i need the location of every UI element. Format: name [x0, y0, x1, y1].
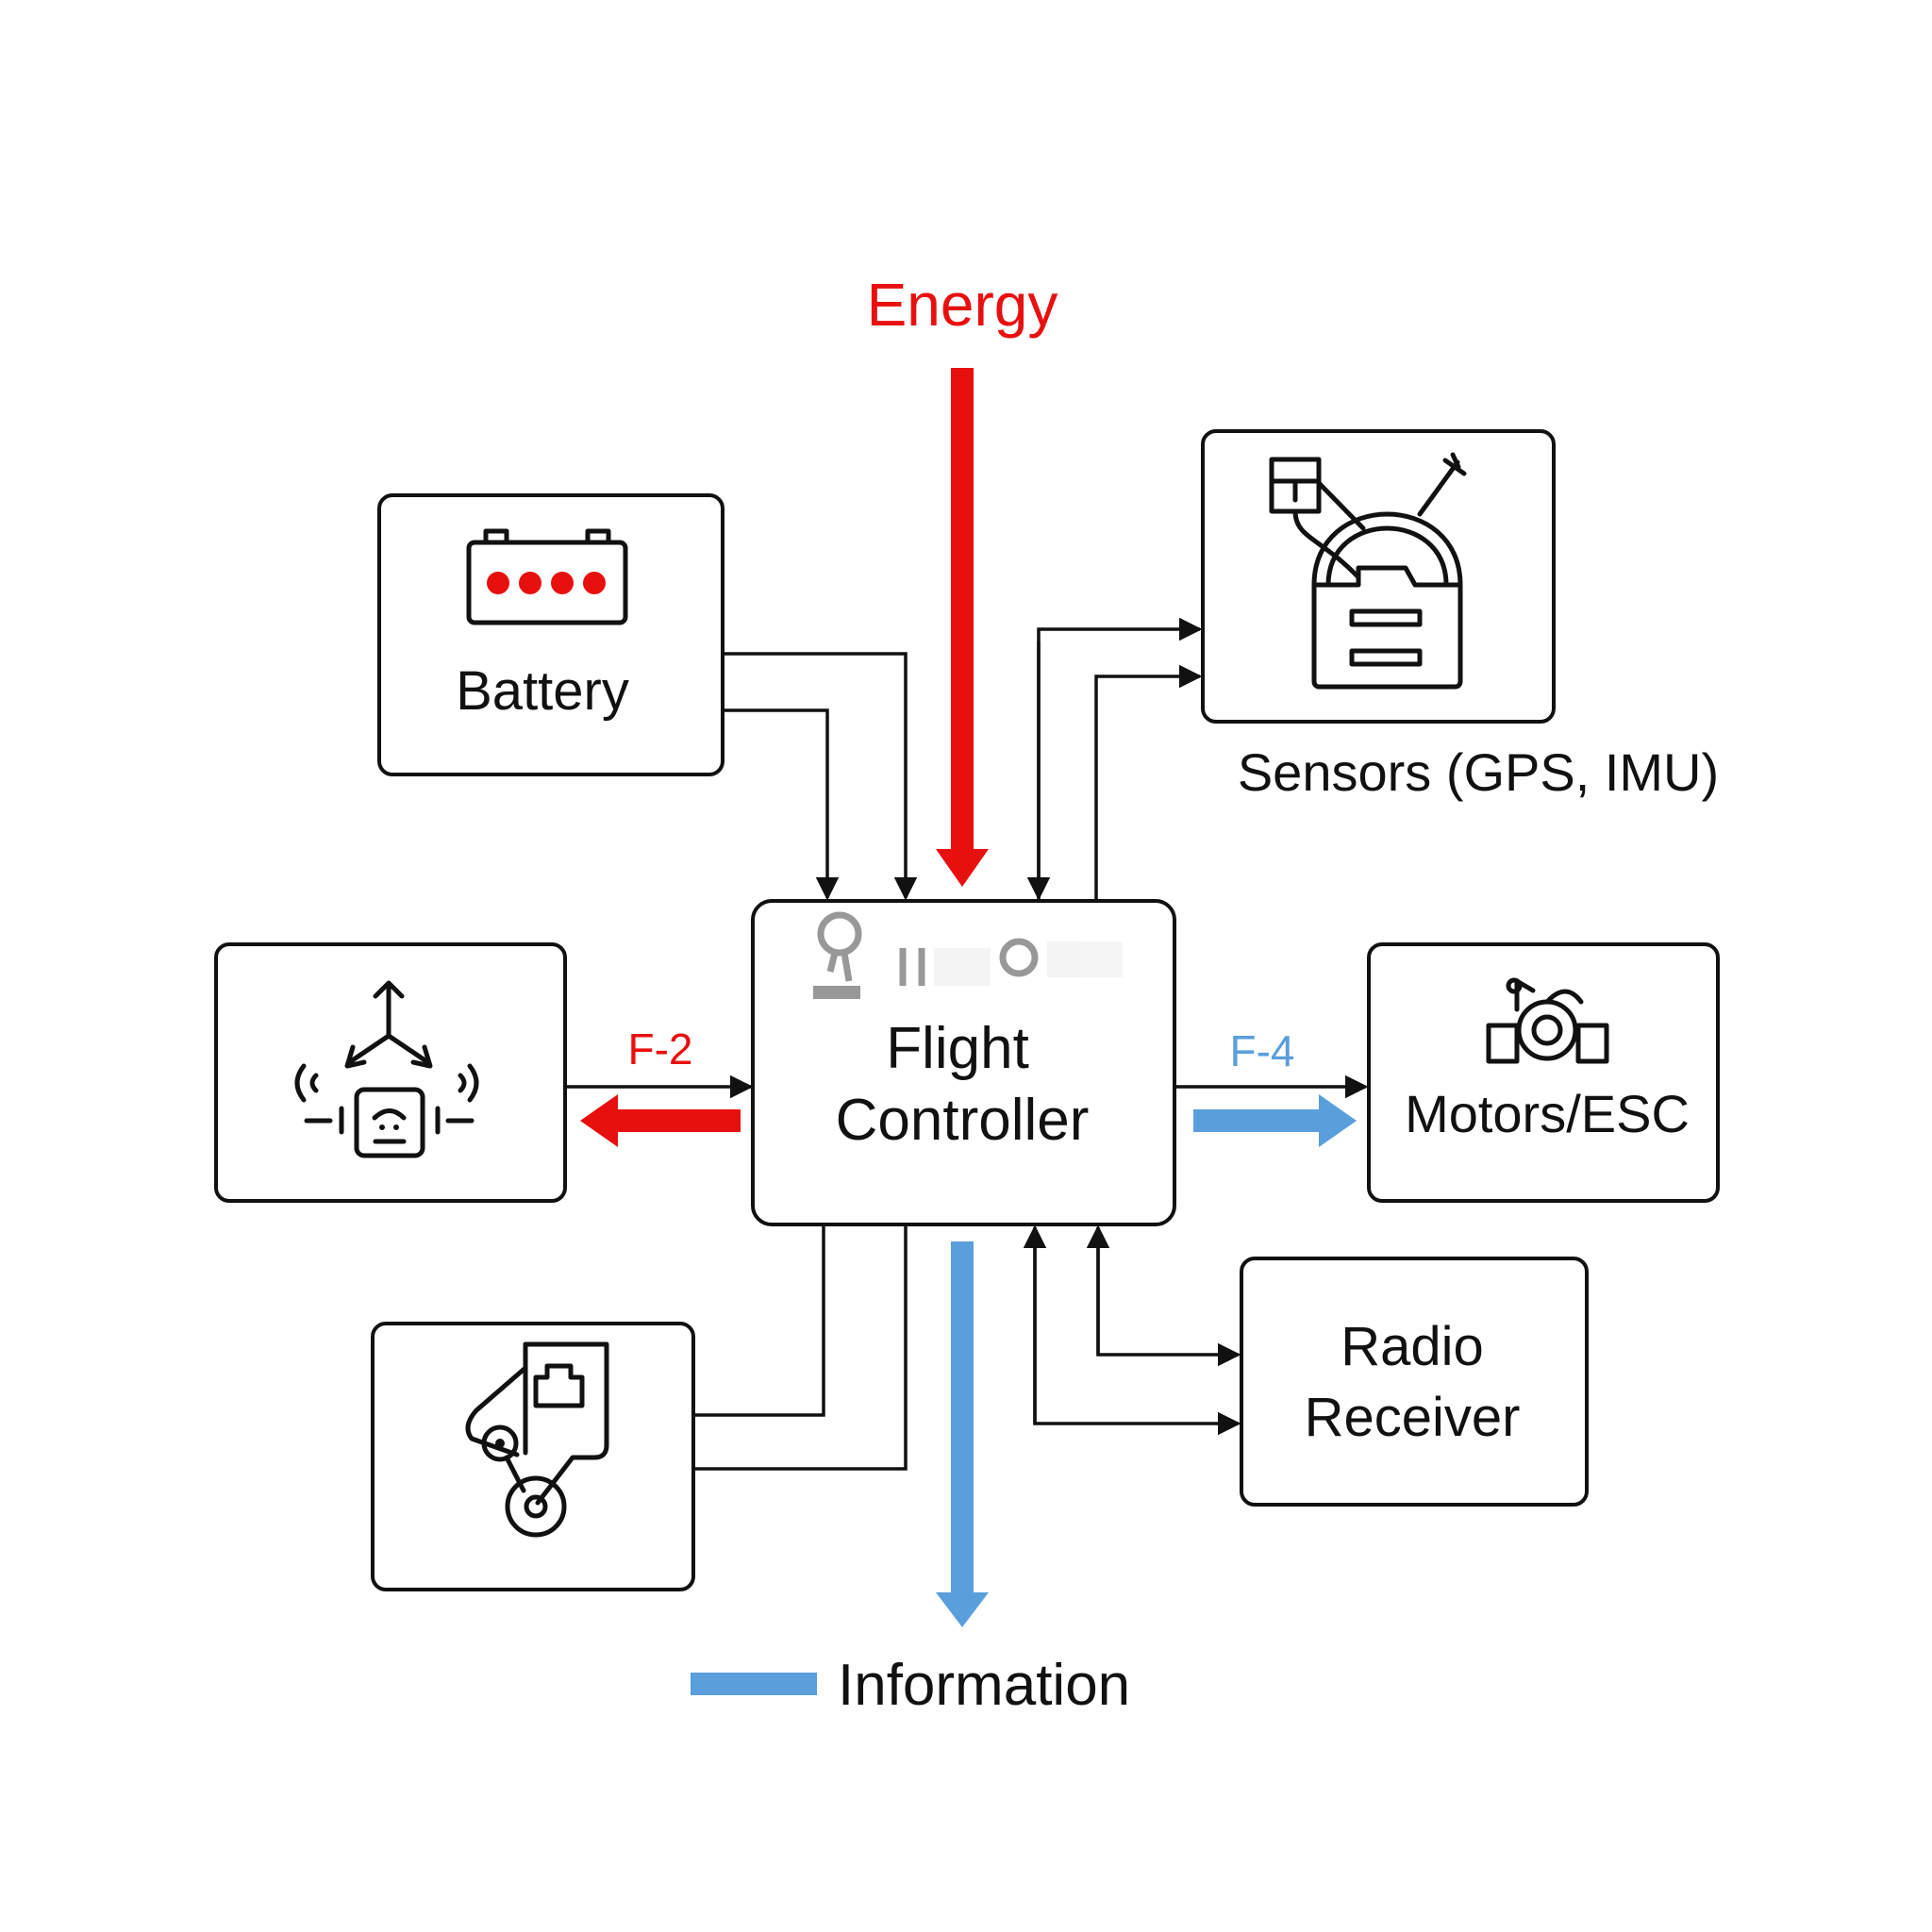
- information-arrow: [936, 1241, 989, 1627]
- sensors-wire-in: [1037, 617, 1203, 901]
- battery-node: Battery: [377, 493, 724, 776]
- left-unit-node: [214, 942, 567, 1203]
- f4-information-arrow: [1193, 1094, 1357, 1147]
- radio-wire-2: [1033, 1227, 1241, 1436]
- sensor-gps-imu-icon: [1269, 452, 1467, 690]
- energy-arrow: [936, 368, 989, 887]
- controller-label-line2: Controller: [836, 1088, 1090, 1153]
- bottom-left-wire-1: [693, 1224, 825, 1417]
- motors-node: Motors/ESC: [1367, 942, 1720, 1203]
- motor-icon: [1486, 977, 1609, 1064]
- information-legend: Information: [691, 1653, 1130, 1718]
- f2-label: F-2: [628, 1024, 693, 1074]
- battery-label: Battery: [456, 660, 629, 722]
- energy-title: Energy: [867, 271, 1058, 339]
- controller-status-icons: [813, 911, 1123, 999]
- motors-label: Motors/ESC: [1405, 1084, 1690, 1143]
- bottom-left-wire-2: [693, 1224, 908, 1471]
- bottom-left-unit-node: [371, 1322, 695, 1591]
- robot-arm-icon: [465, 1341, 609, 1538]
- sensors-wire-down: [1094, 664, 1203, 901]
- information-legend-swatch: [691, 1673, 817, 1695]
- battery-icon: [466, 528, 628, 625]
- f2-energy-arrow: [580, 1094, 741, 1147]
- battery-wire-1: [723, 652, 918, 901]
- radio-receiver-node: Radio Receiver: [1240, 1257, 1589, 1507]
- flight-controller-node: Flight Controller: [751, 899, 1176, 1226]
- f4-label: F-4: [1230, 1026, 1295, 1075]
- controller-label-line1: Flight: [886, 1016, 1029, 1081]
- radio-label-line2: Receiver: [1305, 1387, 1521, 1448]
- sensors-label: Sensors (GPS, IMU): [1238, 742, 1719, 802]
- drone-gimbal-icon: [294, 980, 479, 1158]
- radio-label-line1: Radio: [1341, 1316, 1484, 1377]
- sensors-node: Sensors (GPS, IMU): [1201, 429, 1719, 802]
- radio-wire-1: [1096, 1227, 1241, 1367]
- battery-wire-2: [723, 708, 840, 901]
- information-legend-label: Information: [838, 1653, 1130, 1718]
